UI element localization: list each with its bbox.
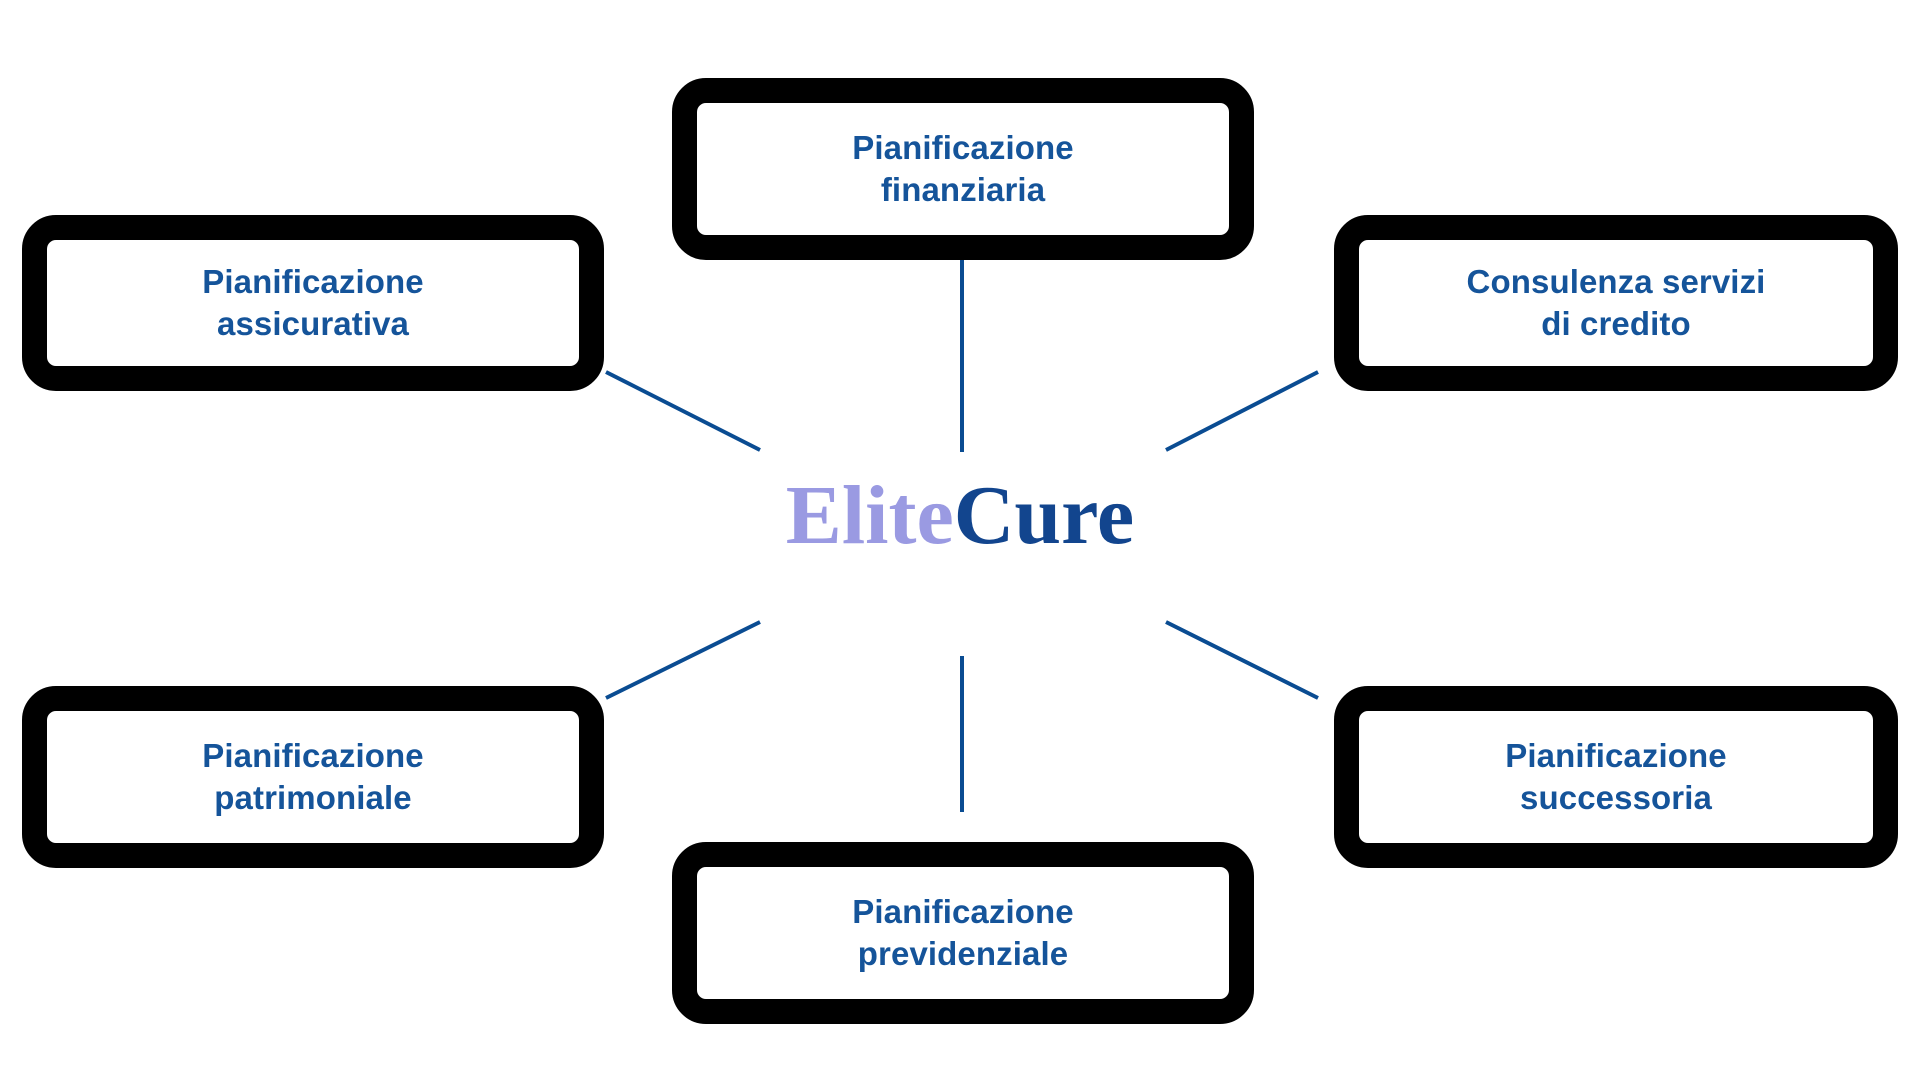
connector-center-to-bottom-right bbox=[1165, 620, 1319, 700]
node-label: Pianificazione finanziaria bbox=[852, 129, 1074, 208]
node-consulenza-servizi-di-credito[interactable]: Consulenza servizi di credito bbox=[1334, 215, 1898, 391]
center-brand-logo: EliteCure bbox=[0, 474, 1920, 558]
node-pianificazione-previdenziale[interactable]: Pianificazione previdenziale bbox=[672, 842, 1254, 1024]
node-label: Pianificazione patrimoniale bbox=[202, 737, 424, 816]
connector-center-to-top-left bbox=[605, 370, 761, 452]
brand-name-part-one: Elite bbox=[785, 469, 954, 562]
node-pianificazione-assicurativa[interactable]: Pianificazione assicurativa bbox=[22, 215, 604, 391]
connector-center-to-top-right bbox=[1165, 370, 1319, 452]
node-label: Pianificazione assicurativa bbox=[202, 263, 424, 342]
node-label: Pianificazione previdenziale bbox=[852, 893, 1074, 972]
node-label: Pianificazione successoria bbox=[1505, 737, 1727, 816]
node-label: Consulenza servizi di credito bbox=[1466, 263, 1766, 342]
node-pianificazione-successoria[interactable]: Pianificazione successoria bbox=[1334, 686, 1898, 868]
brand-name-part-two: Cure bbox=[953, 469, 1135, 562]
connector-center-to-bottom-left bbox=[605, 620, 761, 700]
node-pianificazione-finanziaria[interactable]: Pianificazione finanziaria bbox=[672, 78, 1254, 260]
node-pianificazione-patrimoniale[interactable]: Pianificazione patrimoniale bbox=[22, 686, 604, 868]
